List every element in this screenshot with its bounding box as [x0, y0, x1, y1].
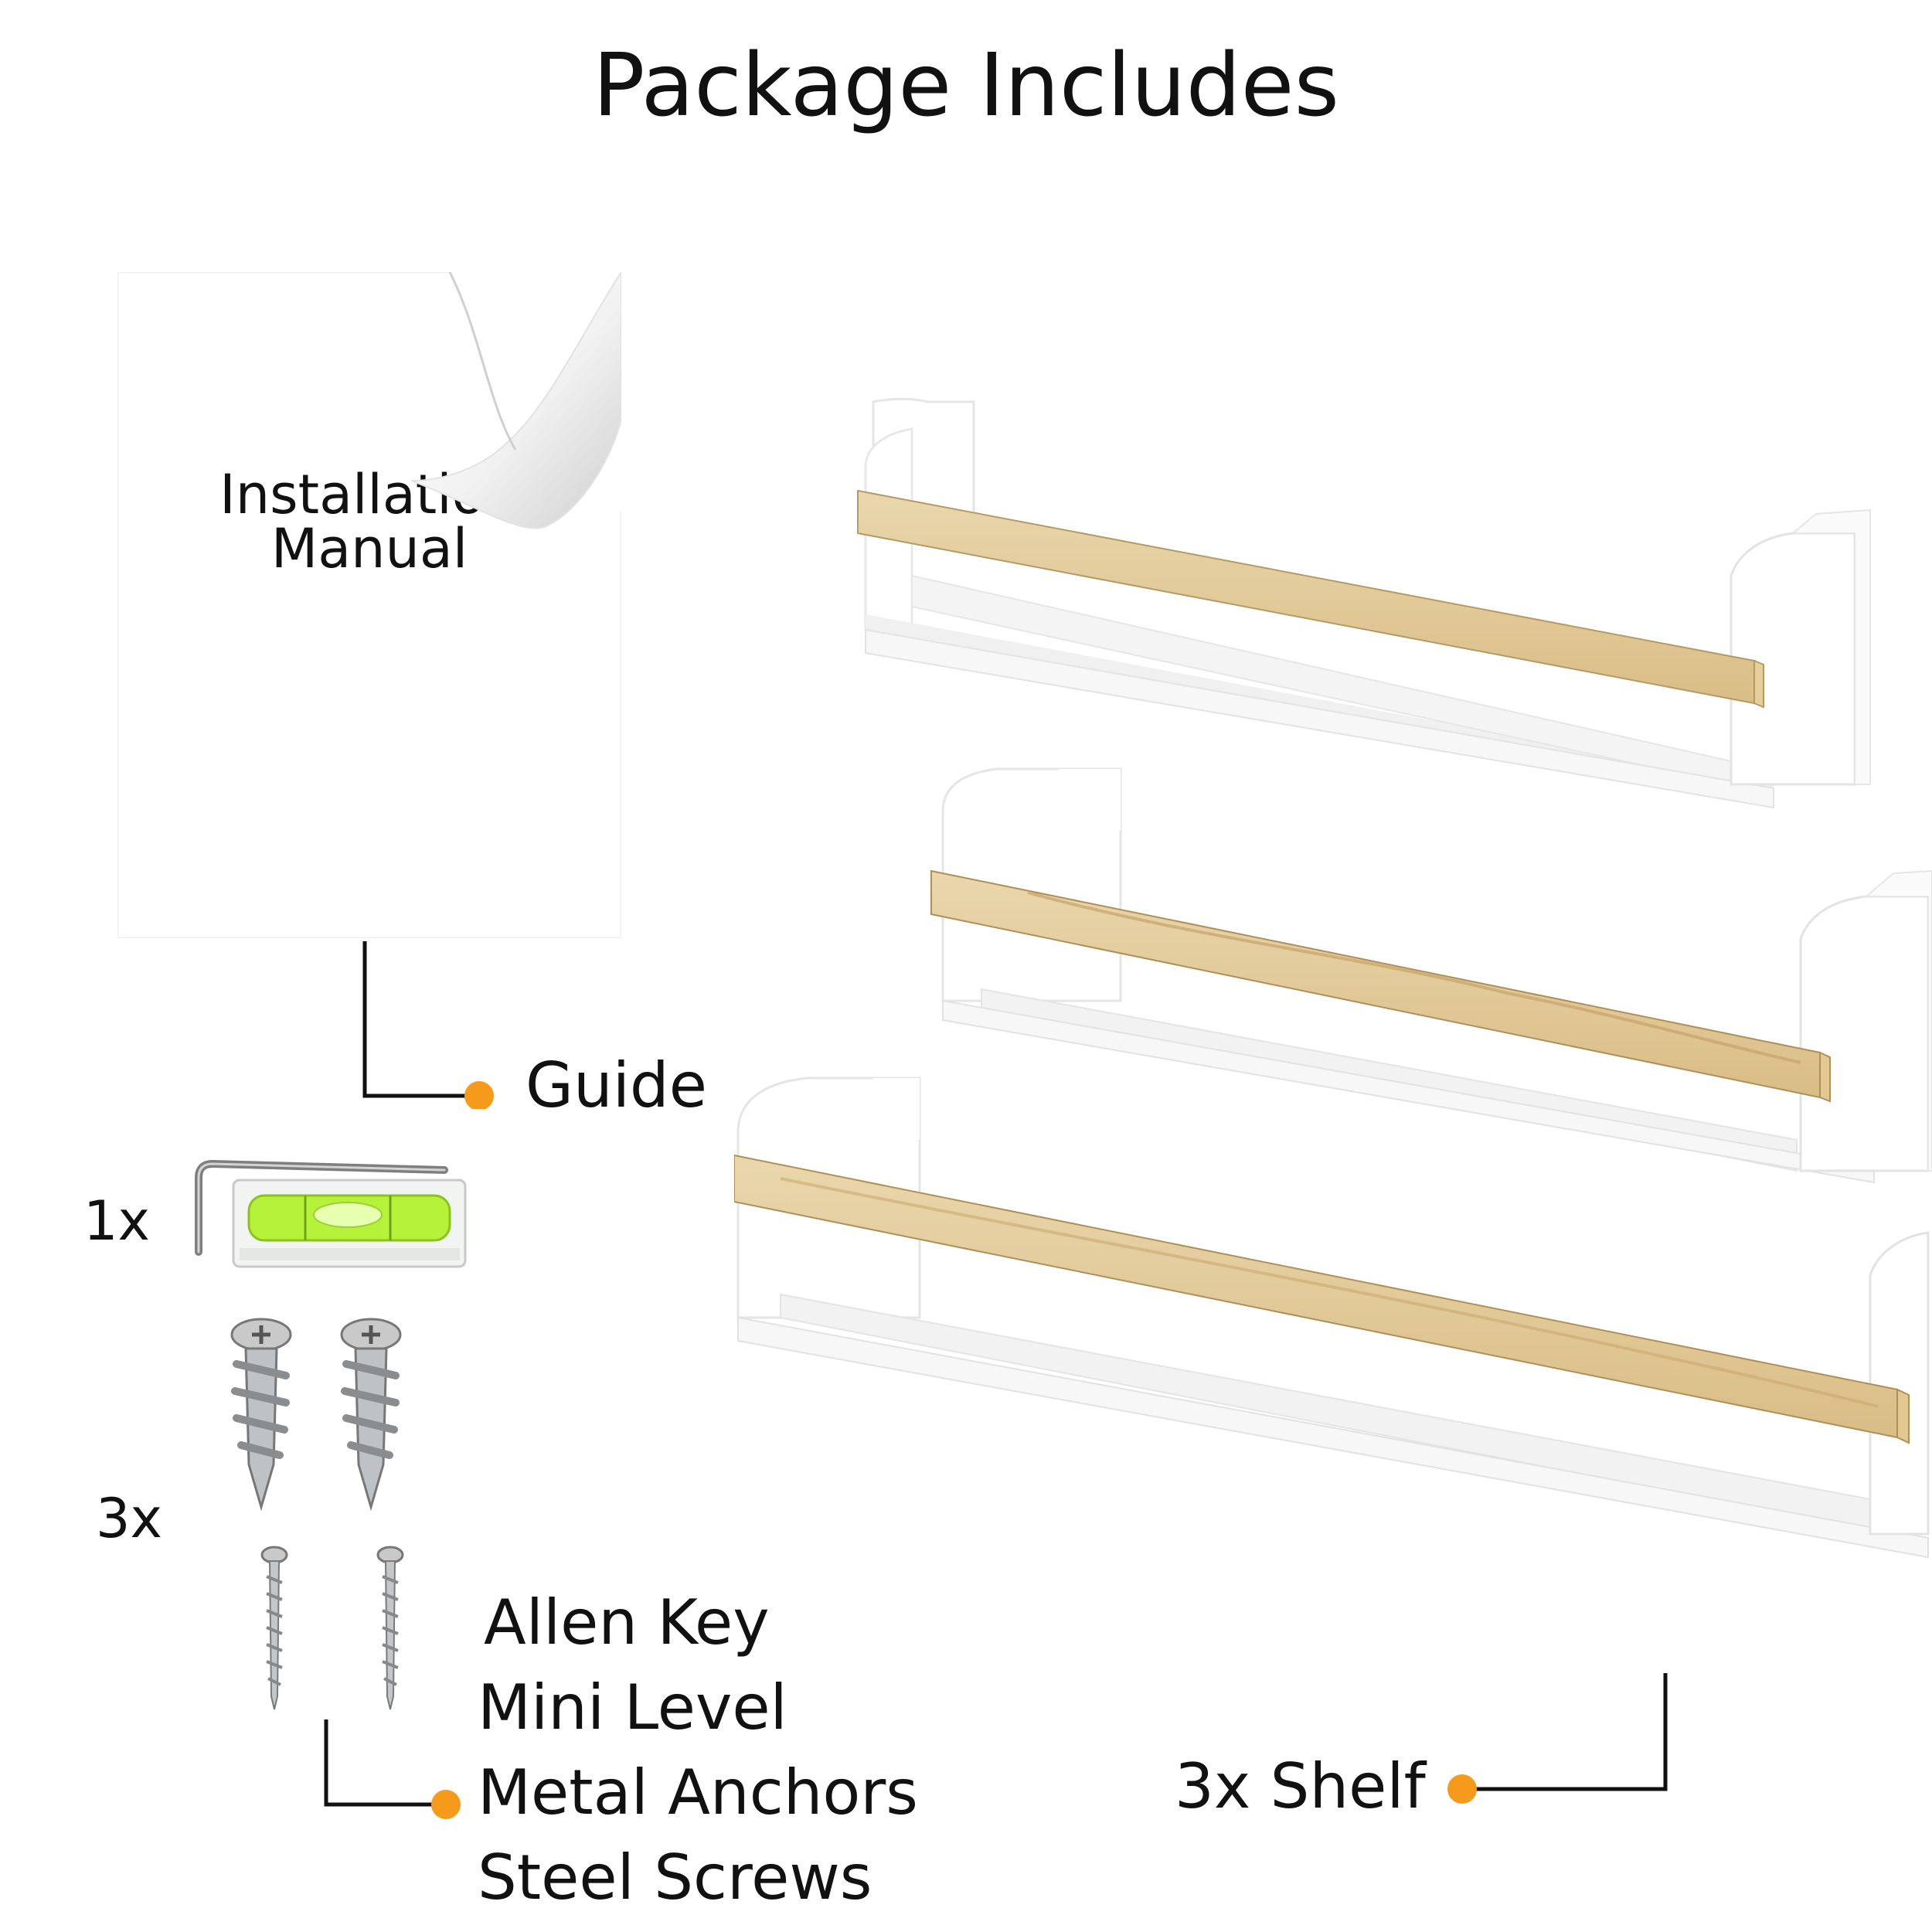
shelf-2	[930, 767, 1932, 1184]
hardware-item-mini-level: Mini Level	[478, 1672, 787, 1743]
page-curl-icon	[117, 272, 621, 938]
spirit-level-icon	[232, 1179, 471, 1271]
hardware-dot-icon	[431, 1790, 461, 1819]
shelf-leader-line	[1447, 1673, 1668, 1804]
allen-key-icon	[189, 1158, 452, 1262]
hardware-item-allen-key: Allen Key	[484, 1587, 770, 1658]
guide-dot-icon	[464, 1081, 494, 1109]
hardware-leader-line	[324, 1719, 461, 1819]
shelf-dot-icon	[1447, 1774, 1477, 1804]
shelves-illustration	[734, 398, 1932, 1604]
screw-icon	[375, 1546, 406, 1712]
manual-title-line2: Manual	[270, 517, 468, 580]
wall-anchor-icon	[230, 1318, 292, 1511]
hardware-list: Allen Key Mini Level Metal Anchors Steel…	[478, 1592, 918, 1932]
hardware-item-metal-anchors: Metal Anchors	[478, 1757, 918, 1828]
page-title: Package Includes	[593, 36, 1339, 136]
tools-quantity: 1x	[83, 1189, 150, 1253]
shelf-1	[857, 398, 1871, 809]
shelf-label: 3x Shelf	[1175, 1750, 1426, 1822]
guide-leader-line	[362, 941, 494, 1109]
screw-icon	[259, 1546, 290, 1712]
hardware-item-steel-screws: Steel Screws	[478, 1842, 872, 1913]
shelf-3	[734, 1077, 1930, 1559]
guide-label: Guide	[526, 1049, 707, 1121]
fasteners-quantity: 3x	[96, 1487, 162, 1550]
wall-anchor-icon	[340, 1318, 402, 1511]
